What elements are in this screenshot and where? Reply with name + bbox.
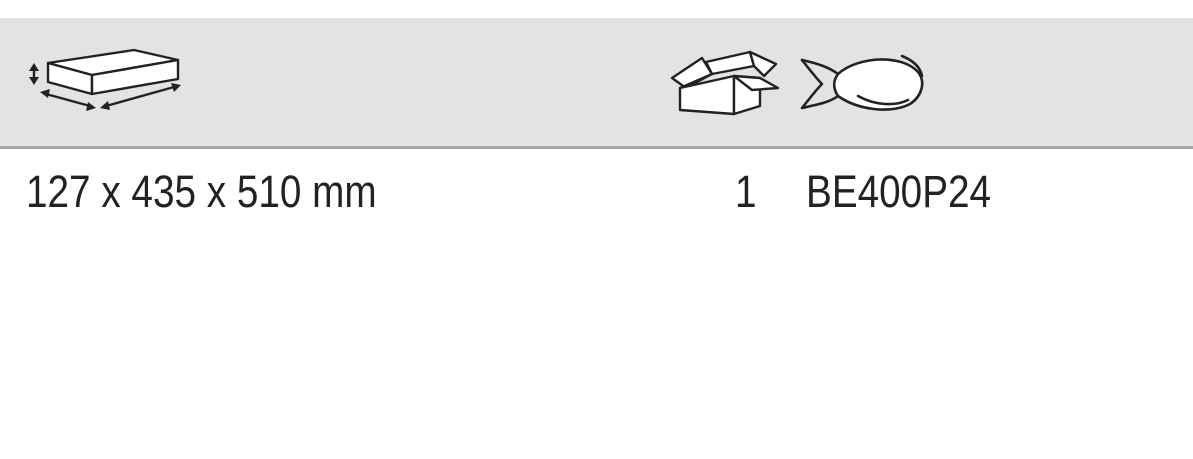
fish-icon [798,52,930,116]
package-quantity: 1 [735,166,757,217]
package-dimensions: 127 x 435 x 510 mm [26,166,377,217]
package-code: BE400P24 [806,166,992,217]
box-dimensions-icon [26,42,186,138]
open-carton-icon [668,48,782,120]
packaging-header [0,18,1193,149]
